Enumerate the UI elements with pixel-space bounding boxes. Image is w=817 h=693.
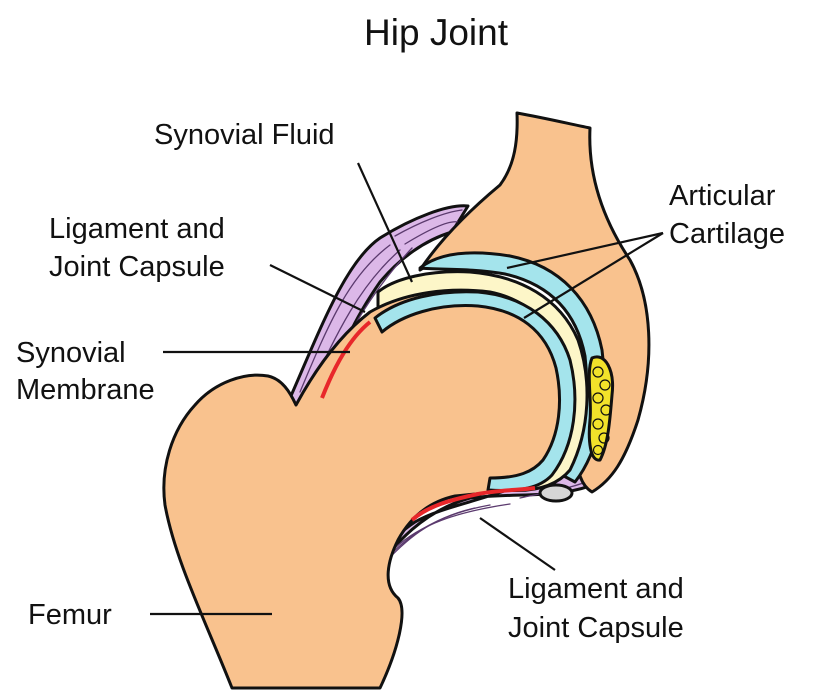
label-articular-cartilage-line1: Articular (669, 180, 776, 212)
label-ligament-upper-line2: Joint Capsule (49, 251, 225, 283)
leader-ligament-lower (480, 518, 555, 570)
label-ligament-lower-line2: Joint Capsule (508, 612, 684, 644)
label-synovial-membrane-line2: Membrane (16, 374, 155, 406)
diagram-title: Hip Joint (364, 12, 509, 53)
label-synovial-membrane-line1: Synovial (16, 337, 126, 369)
label-femur: Femur (28, 599, 112, 631)
ligamentum-teres (540, 485, 572, 501)
label-ligament-lower-line1: Ligament and (508, 573, 684, 605)
label-synovial-fluid: Synovial Fluid (154, 119, 335, 151)
label-ligament-upper-line1: Ligament and (49, 213, 225, 245)
label-articular-cartilage-line2: Cartilage (669, 218, 785, 250)
